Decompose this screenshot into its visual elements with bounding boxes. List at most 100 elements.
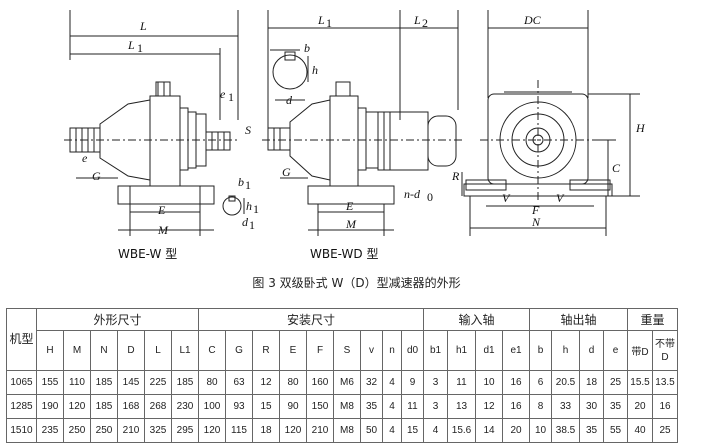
table-cell: 250 [63, 418, 91, 443]
dim-label-M-wd: M [345, 217, 357, 231]
wbe-w-view [64, 10, 245, 236]
dim-label-E: E [157, 203, 166, 217]
reducer-outline-drawing: L L 1 e 1 S e G E M b 1 h 1 d 1 WBE-W 型 … [64, 10, 646, 261]
table-cell: 210 [306, 418, 334, 443]
table-cell: 11 [447, 370, 476, 395]
table-cell: 80 [279, 370, 307, 395]
wbe-wd-view [262, 10, 462, 236]
table-cell: 32 [360, 370, 383, 395]
dim-label-h1: h [246, 199, 252, 213]
model-label-wbe-w: WBE-W 型 [118, 247, 177, 261]
dim-label-b1: b [238, 175, 244, 189]
dim-label-L1: L [127, 38, 135, 52]
group-header-mounting: 安装尺寸 [198, 308, 424, 331]
table-cell: 12 [475, 394, 503, 419]
table-cell: 325 [144, 418, 172, 443]
column-header: h [551, 330, 580, 371]
table-cell: 160 [306, 370, 334, 395]
table-cell: 210 [117, 418, 145, 443]
column-header: C [198, 330, 226, 371]
column-header: d1 [475, 330, 503, 371]
table-cell: 40 [627, 418, 653, 443]
table-cell: 33 [551, 394, 580, 419]
dim-label-b1-sub: 1 [245, 178, 251, 192]
table-cell: 14 [475, 418, 503, 443]
table-cell: 20.5 [551, 370, 580, 395]
table-cell: 120 [279, 418, 307, 443]
model-label-wbe-wd: WBE-WD 型 [310, 247, 378, 261]
dim-label-h: h [312, 63, 318, 77]
model-cell: 1065 [6, 370, 37, 395]
dim-label-S: S [245, 123, 251, 137]
column-header: e [603, 330, 628, 371]
table-cell: 11 [401, 394, 424, 419]
group-header-input-shaft: 输入轴 [423, 308, 530, 331]
dim-label-L1-wd-sub: 1 [326, 16, 332, 30]
table-cell: M8 [333, 418, 361, 443]
column-header: 带D [627, 330, 653, 371]
dim-label-M: M [157, 223, 169, 237]
table-cell: 35 [360, 394, 383, 419]
end-view [461, 10, 640, 236]
model-cell: 1285 [6, 394, 37, 419]
dim-label-d: d [286, 93, 293, 107]
table-cell: 168 [117, 394, 145, 419]
table-cell: 3 [423, 370, 448, 395]
table-cell: 100 [198, 394, 226, 419]
column-header: F [306, 330, 334, 371]
column-header: L [144, 330, 172, 371]
dim-label-b: b [304, 41, 310, 55]
column-header: b [529, 330, 552, 371]
table-cell: M6 [333, 370, 361, 395]
dim-label-V-right: V [556, 191, 565, 205]
table-cell: 16 [652, 394, 678, 419]
dim-label-d1: d [242, 215, 249, 229]
table-cell: 295 [171, 418, 199, 443]
table-cell: 4 [382, 418, 402, 443]
table-cell: 235 [36, 418, 64, 443]
table-cell: 20 [627, 394, 653, 419]
column-header: n [382, 330, 402, 371]
table-cell: 155 [36, 370, 64, 395]
table-cell: 120 [198, 418, 226, 443]
table-cell: 35 [603, 394, 628, 419]
column-header: L1 [171, 330, 199, 371]
table-cell: 115 [225, 418, 253, 443]
group-header-output-shaft: 轴出轴 [529, 308, 628, 331]
group-header-weight: 重量 [627, 308, 678, 331]
table-cell: 80 [198, 370, 226, 395]
table-cell: 250 [90, 418, 118, 443]
column-header: e1 [502, 330, 530, 371]
column-header: d [579, 330, 604, 371]
dim-label-L1-wd: L [317, 13, 325, 27]
dim-label-R: R [451, 169, 460, 183]
table-cell: 230 [171, 394, 199, 419]
table-cell: 93 [225, 394, 253, 419]
dim-label-L: L [139, 19, 147, 33]
column-header: M [63, 330, 91, 371]
figure-caption: 图 3 双级卧式 W（D）型减速器的外形 [252, 276, 461, 290]
column-header: H [36, 330, 64, 371]
model-cell: 1510 [6, 418, 37, 443]
table-cell: 268 [144, 394, 172, 419]
column-header: E [279, 330, 307, 371]
table-cell: 110 [63, 370, 91, 395]
table-cell: 25 [603, 370, 628, 395]
dim-label-n-d0: n-d [404, 187, 421, 201]
table-cell: 4 [382, 370, 402, 395]
table-cell: 4 [382, 394, 402, 419]
column-header: b1 [423, 330, 448, 371]
table-cell: 16 [502, 394, 530, 419]
dim-label-N: N [531, 215, 541, 229]
table-cell: 3 [423, 394, 448, 419]
table-cell: 225 [144, 370, 172, 395]
table-cell: 30 [579, 394, 604, 419]
column-header: v [360, 330, 383, 371]
table-cell: 185 [90, 370, 118, 395]
group-header-outline: 外形尺寸 [36, 308, 199, 331]
